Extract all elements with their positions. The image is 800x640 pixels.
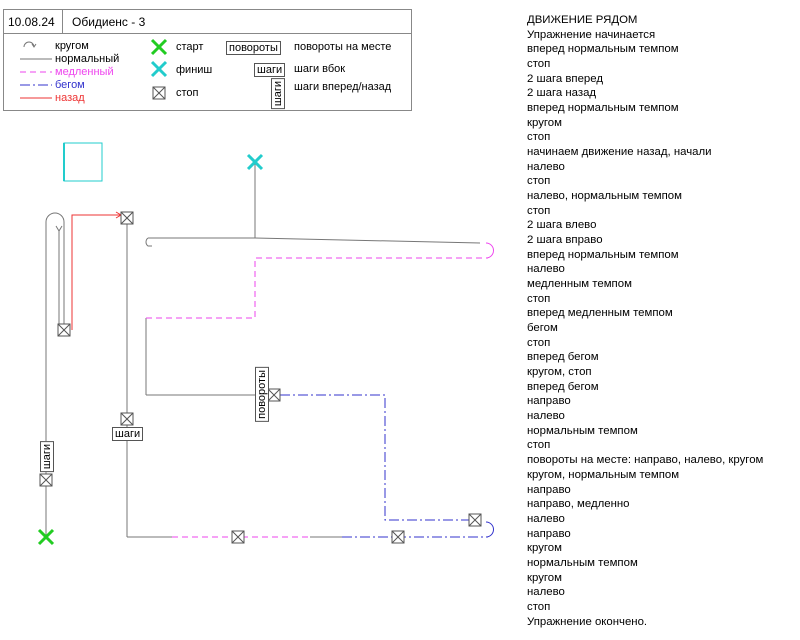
exercise-steps: ДВИЖЕНИЕ РЯДОМ Упражнение начинается впе… [527, 13, 763, 629]
legend-finish-icon [150, 60, 168, 78]
step-item: налево [527, 512, 565, 525]
step-item: направо [527, 527, 571, 540]
step-item: стоп [527, 131, 551, 144]
legend-finish-label: финиш [176, 64, 213, 76]
legend-run-label: бегом [55, 79, 85, 91]
step-item: повороты на месте: направо, налево, круг… [527, 454, 764, 467]
step-item: вперед нормальным темпом [527, 43, 679, 56]
step-item: направо, медленно [527, 498, 630, 511]
run-turn-arc [485, 521, 494, 538]
step-item: вперед медленным темпом [527, 307, 673, 320]
step-item: кругом, стоп [527, 366, 592, 379]
step-item: нормальным темпом [527, 556, 638, 569]
diagram-turns-label: повороты [255, 367, 269, 422]
step-item: кругом, нормальным темпом [527, 468, 680, 481]
step-item: налево [527, 160, 565, 173]
step-item: бегом [527, 322, 558, 335]
step-item: налево [527, 586, 565, 599]
step-item: нормальным темпом [527, 424, 638, 437]
slow-turn-arc [485, 242, 494, 259]
path-top-gray-right [254, 237, 481, 244]
step-item: вперед нормальным темпом [527, 248, 679, 261]
legend-slow-label: медленный [55, 66, 114, 78]
path-back-red [71, 214, 121, 330]
legend-steps-badge: шаги [254, 63, 286, 77]
step-item: 2 шага назад [527, 87, 597, 100]
step-item: направо [527, 395, 571, 408]
diagram-steps-label-mid: шаги [112, 427, 144, 441]
marker-square [63, 142, 103, 182]
step-item: Упражнение окончено. [527, 615, 648, 628]
header-title: Обидиенс - 3 [72, 15, 146, 29]
stop-marker-6 [231, 530, 245, 544]
legend-about-turn-label: кругом [55, 40, 89, 52]
legend-back-label: назад [55, 92, 85, 104]
step-item: 2 шага вперед [527, 72, 603, 85]
stop-marker-2 [57, 323, 71, 337]
exercise-title: ДВИЖЕНИЕ РЯДОМ [527, 14, 638, 26]
legend-start-icon [150, 38, 168, 56]
step-item: стоп [527, 336, 551, 349]
step-item: налево, нормальным темпом [527, 190, 682, 203]
step-item: направо [527, 483, 571, 496]
step-item: вперед бегом [527, 351, 599, 364]
legend-steps-fb-text: шаги вперед/назад [294, 81, 392, 93]
step-item: стоп [527, 600, 551, 613]
step-item: начинаем движение назад, начали [527, 146, 712, 159]
step-item: медленным темпом [527, 278, 632, 291]
stop-marker-5 [267, 388, 281, 402]
step-item: стоп [527, 175, 551, 188]
stop-marker-7 [391, 530, 405, 544]
legend-stop-icon [152, 86, 166, 100]
legend-panel [3, 9, 412, 111]
step-item: налево [527, 410, 565, 423]
legend-start-label: старт [176, 41, 204, 53]
stop-marker-8 [468, 513, 482, 527]
start-icon [37, 528, 55, 546]
step-item: стоп [527, 439, 551, 452]
stop-marker-4 [39, 473, 53, 487]
path-run-right [280, 394, 475, 521]
header-row [3, 9, 412, 34]
legend-turns-text: повороты на месте [294, 41, 392, 53]
step-item: 2 шага вправо [527, 234, 603, 247]
loop-top-arc [45, 212, 65, 223]
diagram-steps-label-left: шаги [40, 441, 54, 473]
step-item: стоп [527, 58, 551, 71]
legend-stop-label: стоп [176, 87, 199, 99]
stop-marker-3 [120, 412, 134, 426]
legend-normal-label: нормальный [55, 53, 120, 65]
step-item: стоп [527, 292, 551, 305]
header-date: 10.08.24 [8, 15, 55, 29]
legend-steps-side-text: шаги вбок [294, 63, 346, 75]
step-item: налево [527, 263, 565, 276]
finish-icon [246, 153, 264, 171]
path-slow-upper [146, 257, 488, 319]
step-item: кругом [527, 571, 562, 584]
legend-about-turn-icon [23, 41, 37, 48]
loop-arrow [55, 225, 63, 232]
header-divider [62, 9, 63, 34]
step-item: стоп [527, 204, 551, 217]
step-item: вперед бегом [527, 380, 599, 393]
legend-turns-badge: повороты [226, 41, 281, 55]
step-item: вперед нормальным темпом [527, 102, 679, 115]
step-item: Упражнение начинается [527, 28, 656, 41]
step-item: кругом [527, 116, 562, 129]
step-item: кругом [527, 542, 562, 555]
step-item: 2 шага влево [527, 219, 597, 232]
top-turn-arc [145, 237, 152, 247]
stop-marker-1 [120, 211, 134, 225]
